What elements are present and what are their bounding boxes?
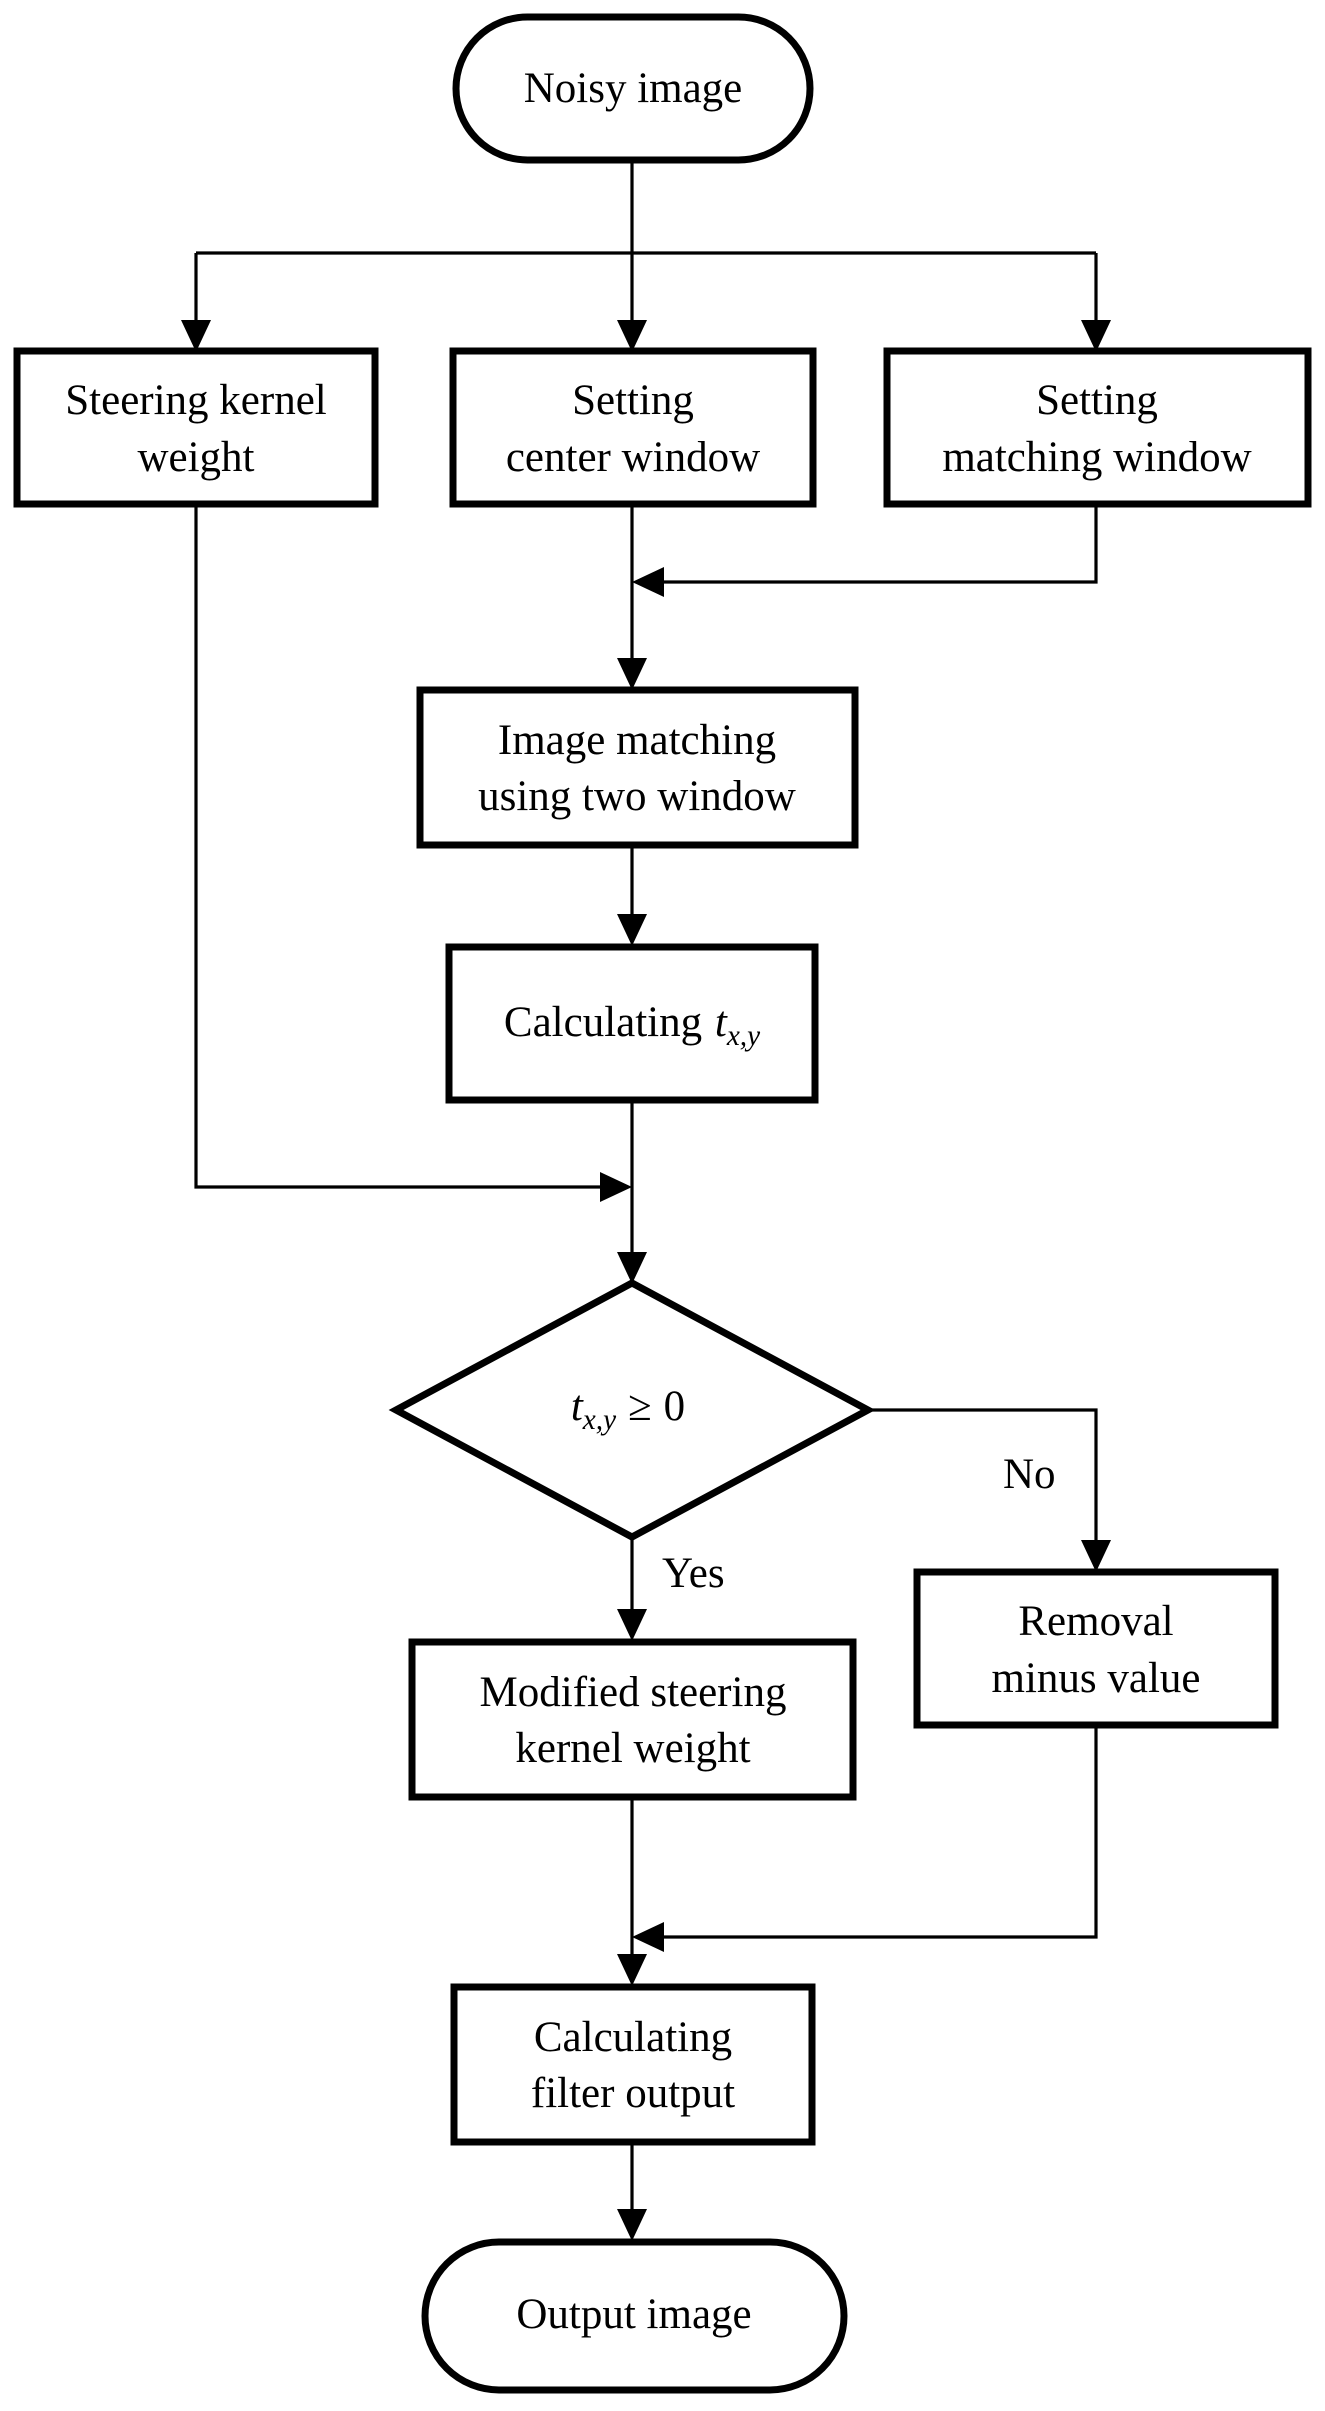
edge-image-matching-to-calculating-t (617, 845, 647, 946)
edge-center-window-to-image-matching (617, 505, 647, 690)
node-setting-matching-window-line2: matching window (942, 434, 1251, 481)
node-calculating-filter-output[interactable]: Calculating filter output (450, 1983, 816, 2146)
node-image-matching-line2: using two window (478, 773, 796, 820)
node-setting-matching-window[interactable]: Setting matching window (883, 347, 1312, 508)
node-calculating-t[interactable]: Calculating tx,y (445, 943, 819, 1104)
node-modified-steering-kernel-weight[interactable]: Modified steering kernel weight (408, 1638, 857, 1801)
node-output-image-label: Output image (516, 2291, 751, 2338)
node-decision-t[interactable]: tx,y ≥0 (388, 1279, 876, 1541)
node-noisy-image-label: Noisy image (524, 65, 743, 112)
node-calculating-filter-output-line1: Calculating (534, 2014, 732, 2061)
node-calculating-t-math-base: t (715, 999, 728, 1046)
node-steering-kernel-weight[interactable]: Steering kernel weight (13, 347, 379, 508)
edge-matching-window-to-image-matching (632, 505, 1098, 597)
node-decision-t-math-base: t (571, 1383, 584, 1430)
node-image-matching-line1: Image matching (498, 717, 776, 764)
edge-decision-yes-to-modified (617, 1538, 647, 1641)
node-setting-center-window[interactable]: Setting center window (449, 347, 817, 508)
node-calculating-t-math-sub: x,y (726, 1020, 760, 1052)
node-image-matching[interactable]: Image matching using two window (416, 686, 859, 849)
edge-modified-to-filter-output (617, 1800, 647, 1986)
node-steering-kernel-weight-line1: Steering kernel (65, 377, 327, 424)
node-decision-t-math-sub: x,y (582, 1404, 616, 1436)
node-decision-t-relation: ≥ (628, 1383, 652, 1430)
edge-decision-no-to-removal (870, 1408, 1111, 1572)
node-decision-t-label: tx,y ≥0 (571, 1383, 685, 1436)
node-setting-matching-window-line1: Setting (1036, 377, 1158, 424)
node-setting-center-window-line2: center window (506, 434, 760, 481)
node-output-image[interactable]: Output image (421, 2238, 848, 2394)
node-setting-center-window-line1: Setting (572, 377, 694, 424)
node-removal-minus-value[interactable]: Removal minus value (913, 1568, 1279, 1729)
node-modified-steering-kernel-weight-line1: Modified steering (480, 1669, 787, 1716)
node-removal-minus-value-line2: minus value (992, 1655, 1201, 1702)
node-calculating-t-text: Calculating (504, 999, 713, 1046)
edge-removal-to-filter-output (632, 1725, 1098, 1952)
node-calculating-t-label: Calculating tx,y (504, 999, 760, 1052)
node-calculating-filter-output-line2: filter output (531, 2070, 735, 2117)
edge-steering-kernel-to-decision (194, 505, 632, 1202)
node-decision-t-value: 0 (664, 1383, 686, 1430)
node-removal-minus-value-line1: Removal (1018, 1598, 1173, 1645)
node-noisy-image[interactable]: Noisy image (452, 13, 814, 164)
edge-calculating-t-to-decision (617, 1100, 647, 1284)
edge-label-no: No (1003, 1451, 1056, 1498)
edge-label-yes: Yes (662, 1550, 725, 1597)
edge-filter-output-to-output-image (617, 2143, 647, 2241)
node-modified-steering-kernel-weight-line2: kernel weight (515, 1725, 750, 1772)
node-steering-kernel-weight-line2: weight (137, 434, 254, 481)
